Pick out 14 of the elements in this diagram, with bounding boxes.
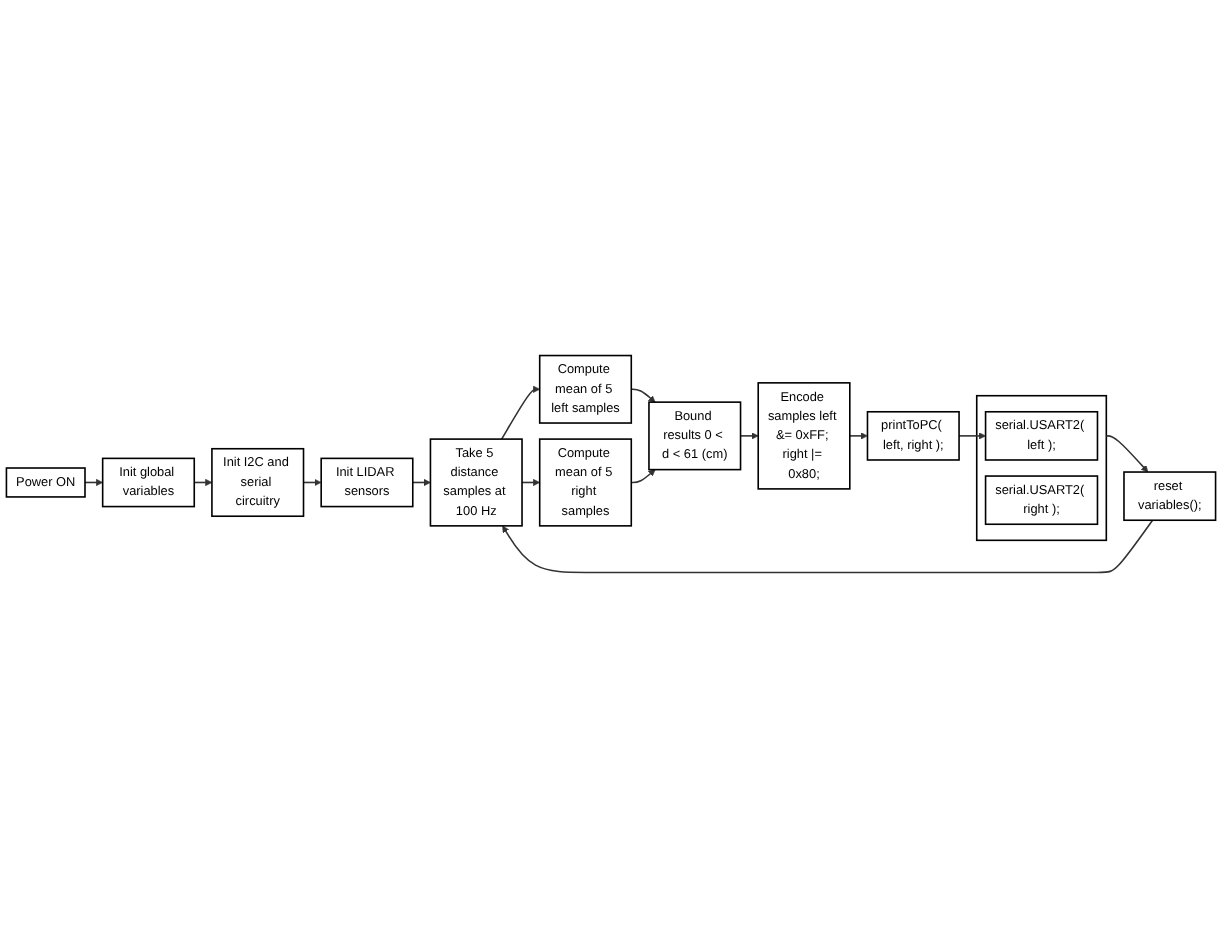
arrow xyxy=(739,432,759,440)
arrow xyxy=(84,478,103,486)
arrow xyxy=(411,478,431,486)
arrow xyxy=(849,432,868,440)
arrow xyxy=(193,478,213,486)
arrow xyxy=(502,519,1154,574)
arrow xyxy=(630,469,656,484)
arrow xyxy=(302,478,322,486)
arrow xyxy=(500,385,540,440)
cluster xyxy=(975,394,1108,542)
arrow xyxy=(521,478,540,486)
arrow xyxy=(958,432,986,440)
arrow xyxy=(630,388,656,403)
arrow xyxy=(1105,435,1149,473)
